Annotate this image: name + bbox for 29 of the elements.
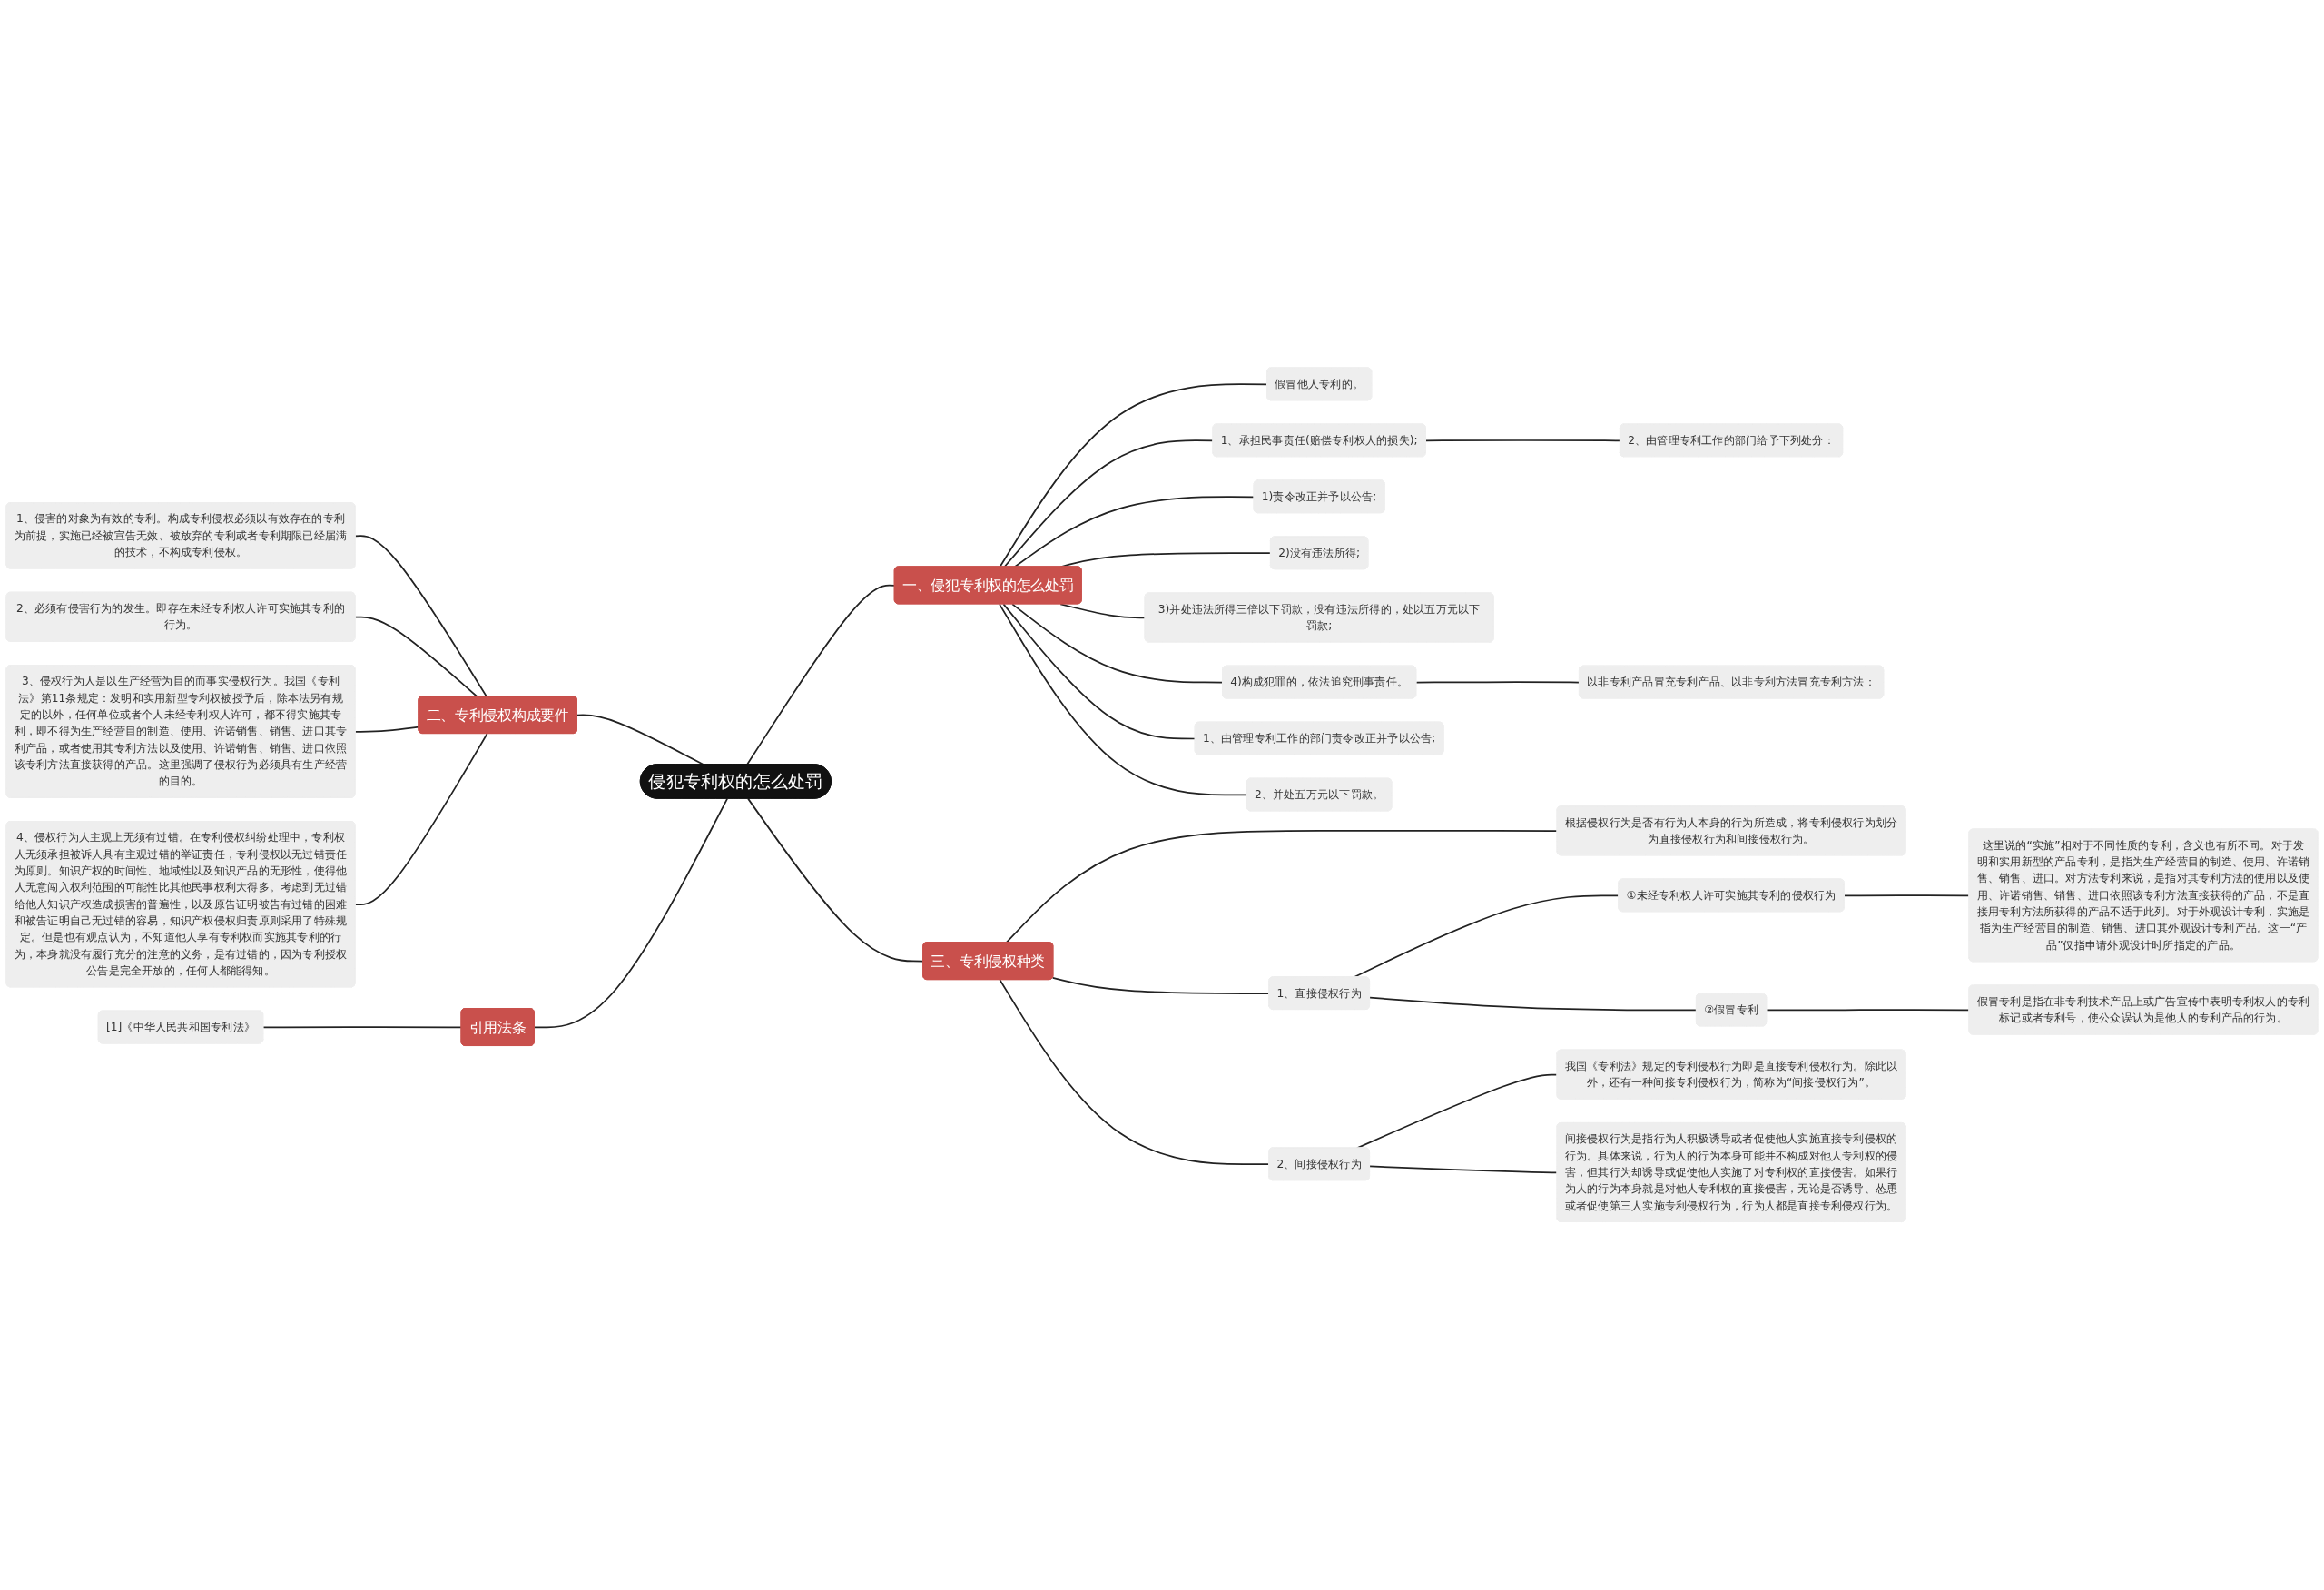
branch-topic: 一、侵犯专利权的怎么处罚 [893,566,1082,605]
topic-card: ①未经专利权人许可实施其专利的侵权行为 [1618,878,1845,913]
topic-card: 3)并处违法所得三倍以下罚款，没有违法所得的，处以五万元以下罚款; [1144,592,1494,643]
topic-card: 这里说的“实施”相对于不同性质的专利，含义也有所不同。对于发明和实用新型的产品专利，是指为生产经营目的制造、使用、许诺销售、销售、进口。对方法专利来说，是指对其专利方法的使用以及使用、许诺销售、销售、进口依照该专利方法直接获得的产品，不是直接用专利方法所获得的产品不适于此列。对于外观设计专利，实施是指为生产经营目的制造、销售、进口其外观设计专利产品。这一“产品”仅指申请外观设计时所指定的产品。 [1968,828,2319,963]
topic-card: 1、侵害的对象为有效的专利。构成专利侵权必须以有效存在的专利为前提，实施已经被宣告无效、被放弃的专利或者专利期限已经届满的技术，不构成专利侵权。 [5,502,356,569]
topic-card: 假冒他人专利的。 [1266,367,1373,401]
topic-card: 4)构成犯罪的，依法追究刑事责任。 [1222,666,1417,699]
central-topic: 侵犯专利权的怎么处罚 [639,764,832,799]
topic-card: 1、由管理专利工作的部门责令改正并予以公告; [1194,721,1444,755]
topic-card: 4、侵权行为人主观上无须有过错。在专利侵权纠纷处理中，专利权人无须承担被诉人具有主观过错的举证责任，专利侵权以无过错责任为原则。知识产权的时间性、地域性以及知识产品的无形性，使得他人无意闯入权利范围的可能性比其他民事权利大得多。考虑到无过错给他人知识产权造成损害的普遍性，以及原告证明被告有过错的困难和被告证明自己无过错的容易，知识产权侵权归责原则采用了特殊规定。但是也有观点认为，不知道他人享有专利权而实施其专利的行为，本身就没有履行充分的注意的义务，是有过错的，因为专利授权公告是完全开放的，任何人都能得知。 [5,821,356,988]
topic-card: 2、由管理专利工作的部门给予下列处分： [1620,423,1844,458]
branch-topic: 引用法条 [460,1008,535,1047]
topic-card: 1)责令改正并予以公告; [1253,479,1385,514]
topic-card: 1、承担民事责任(赔偿专利权人的损失); [1212,423,1426,458]
topic-card: 我国《专利法》规定的专利侵权行为即是直接专利侵权行为。除此以外，还有一种间接专利侵权行为，简称为“间接侵权行为”。 [1556,1049,1906,1100]
topic-card: 2、并处五万元以下罚款。 [1246,777,1393,812]
topic-card: 1、直接侵权行为 [1268,976,1370,1011]
topic-card: 以非专利产品冒充专利产品、以非专利方法冒充专利方法： [1579,666,1885,699]
topic-card: 假冒专利是指在非专利技术产品上或广告宣传中表明专利权人的专利标记或者专利号，使公众误认为是他人的专利产品的行为。 [1968,984,2319,1035]
topic-card: 2、间接侵权行为 [1268,1147,1370,1181]
branch-topic: 二、专利侵权构成要件 [418,696,577,735]
topic-card: 2)没有违法所得; [1270,536,1369,570]
topic-card: 2、必须有侵害行为的发生。即存在未经专利权人许可实施其专利的行为。 [5,592,356,643]
topic-card: 间接侵权行为是指行为人积极诱导或者促使他人实施直接专利侵权的行为。具体来说，行为人的行为本身可能并不构成对他人专利权的侵害，但其行为却诱导或促使他人实施了对专利权的直接侵害。如果行为人的行为本身就是对他人专利权的直接侵害，无论是否诱导、怂恿或者促使第三人实施专利侵权行为，行为人都是直接专利侵权行为。 [1556,1122,1906,1223]
topic-card: ②假冒专利 [1695,993,1768,1027]
topic-card: 3、侵权行为人是以生产经营为目的而事实侵权行为。我国《专利法》第11条规定：发明和实用新型专利权被授予后，除本法另有规定的以外，任何单位或者个人未经专利权人许可，都不得实施其专利，即不得为生产经营目的制造、使用、许诺销售、销售、进口其专利产品，或者使用其专利方法以及使用、许诺销售、销售、进口依照该专利方法直接获得的产品。这里强调了侵权行为必须具有生产经营的目的。 [5,665,356,798]
topic-card: [1]《中华人民共和国专利法》 [97,1010,264,1044]
branch-topic: 三、专利侵权种类 [922,942,1054,981]
topic-card: 根据侵权行为是否有行为人本身的行为所造成，将专利侵权行为划分为直接侵权行为和间接侵权行为。 [1556,805,1906,856]
